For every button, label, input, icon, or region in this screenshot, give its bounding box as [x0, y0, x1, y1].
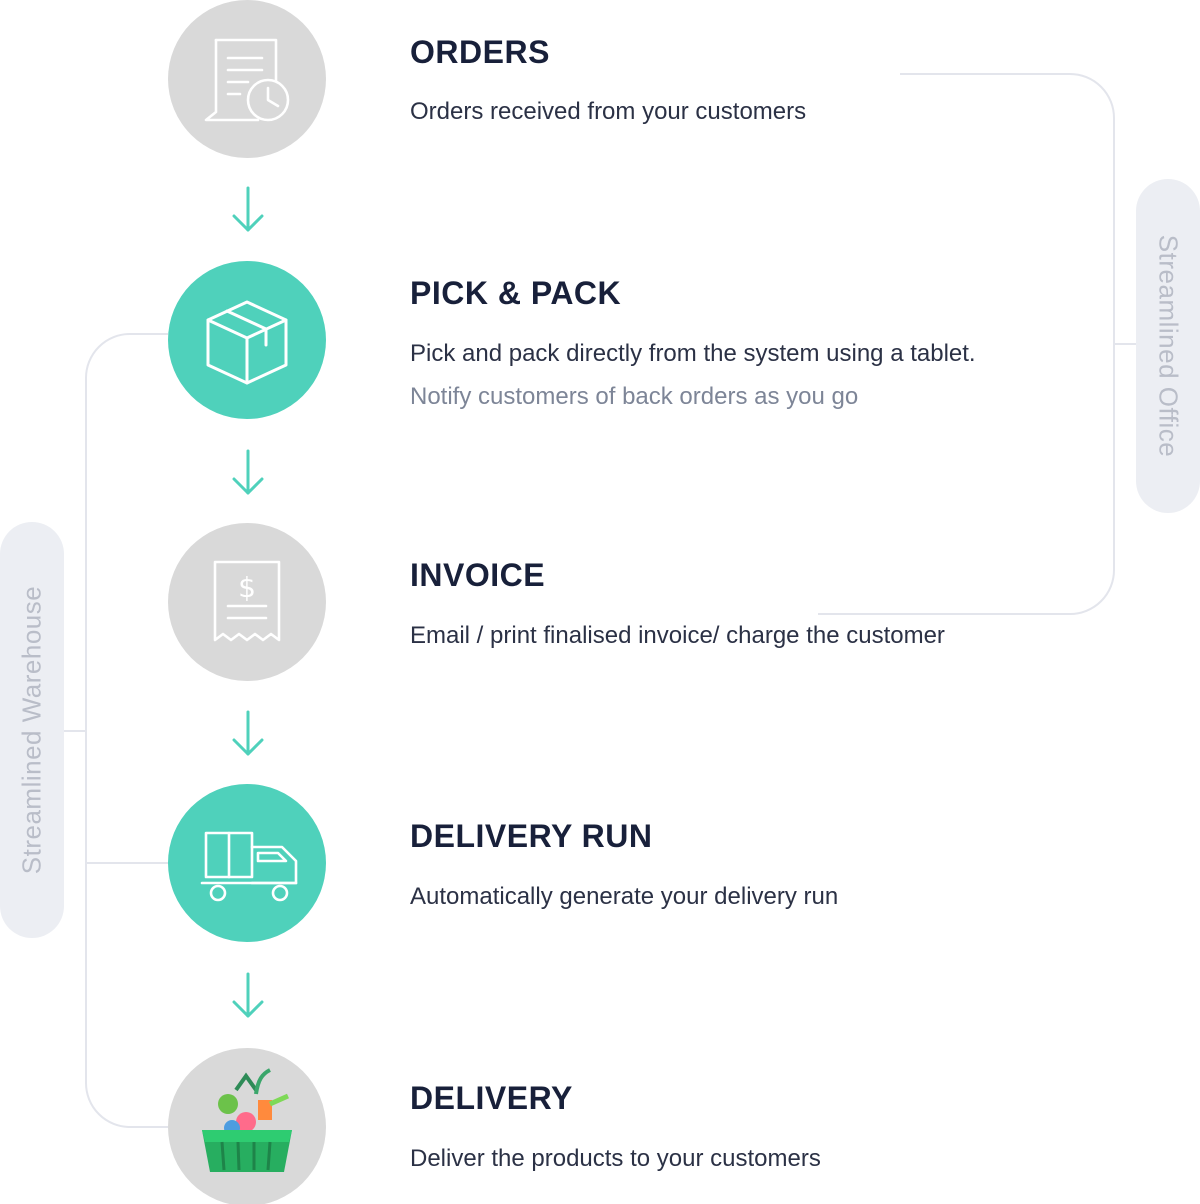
step-desc-orders: Orders received from your customers [410, 98, 807, 125]
step-title-pick-pack: PICK & PACK [410, 275, 622, 311]
arrow-down-icon [232, 710, 264, 756]
warehouse-label-pill [0, 522, 64, 938]
invoice-dollar-sign: $ [238, 571, 256, 604]
step-title-orders: ORDERS [410, 34, 550, 70]
order-receipt-clock-icon [204, 38, 290, 122]
step-note-pick-pack: Notify customers of back orders as you g… [410, 383, 859, 410]
delivery-truck-icon [200, 831, 298, 902]
step-desc-delivery-run: Automatically generate your delivery run [410, 883, 839, 910]
arrow-down-icon [232, 186, 264, 232]
package-box-icon [206, 300, 288, 385]
invoice-dollar-icon [213, 560, 281, 642]
step-title-invoice: INVOICE [410, 557, 546, 593]
step-title-delivery: DELIVERY [410, 1080, 573, 1116]
step-desc-delivery: Deliver the products to your customers [410, 1145, 821, 1172]
grocery-basket-icon [202, 1068, 292, 1172]
step-desc-invoice: Email / print finalised invoice/ charge … [410, 622, 945, 649]
step-title-delivery-run: DELIVERY RUN [410, 818, 653, 854]
streamlined-warehouse-label: Streamlined Warehouse [16, 585, 47, 875]
office-label-pill [1136, 179, 1200, 513]
step-circle-delivery-run [168, 784, 326, 942]
arrow-down-icon [232, 449, 264, 495]
arrow-down-icon [232, 972, 264, 1018]
step-circle-orders [168, 0, 326, 158]
step-desc-pick-pack: Pick and pack directly from the system u… [410, 340, 976, 367]
warehouse-bracket [85, 333, 168, 1128]
step-circle-invoice [168, 523, 326, 681]
streamlined-office-label: Streamlined Office [1153, 234, 1184, 458]
